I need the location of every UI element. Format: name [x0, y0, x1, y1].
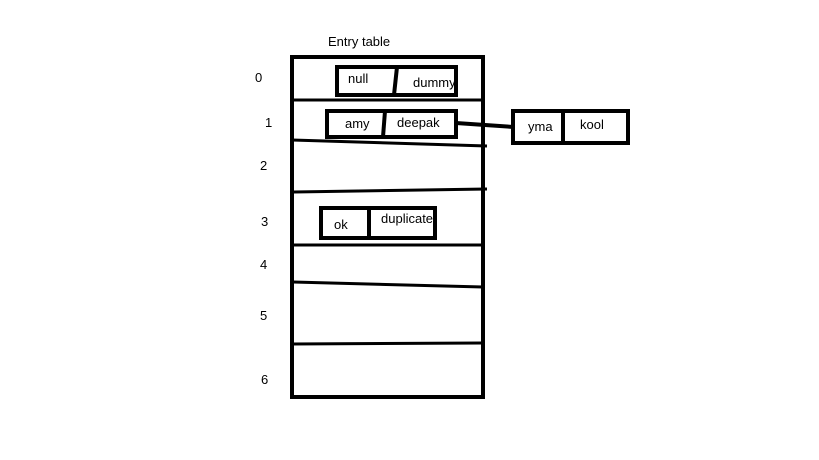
chained-entry-box [511, 109, 630, 145]
entry-3-key: ok [334, 217, 348, 232]
entry-1-value: deepak [397, 115, 440, 130]
entry-node-1: amy deepak [325, 109, 458, 139]
index-label-6: 6 [261, 372, 268, 387]
row-divider-5-6 [291, 341, 484, 346]
entry-node-1-box [325, 109, 458, 139]
chained-entry-node: yma kool [511, 109, 630, 145]
entry-table-frame [290, 55, 485, 399]
entry-3-value: duplicate [381, 211, 433, 226]
entry-0-key: null [348, 71, 368, 86]
index-label-1: 1 [265, 115, 272, 130]
entry-0-value: dummy [413, 75, 456, 90]
index-label-2: 2 [260, 158, 267, 173]
chained-entry-key: yma [528, 119, 553, 134]
entry-table-title: Entry table [328, 34, 390, 49]
chain-pointer-line [455, 121, 515, 129]
index-label-4: 4 [260, 257, 267, 272]
entry-node-0-divider [392, 66, 399, 96]
row-divider-2-3 [293, 187, 488, 194]
row-divider-1-2 [291, 138, 488, 148]
entry-1-key: amy [345, 116, 370, 131]
entry-node-3: ok duplicate [319, 206, 437, 240]
entry-node-0: null dummy [335, 65, 458, 97]
chained-entry-value: kool [580, 117, 604, 132]
index-label-0: 0 [255, 70, 262, 85]
index-label-3: 3 [261, 214, 268, 229]
entry-node-1-divider [381, 110, 387, 138]
row-divider-4-5 [292, 280, 484, 289]
entry-node-3-box [319, 206, 437, 240]
index-label-5: 5 [260, 308, 267, 323]
